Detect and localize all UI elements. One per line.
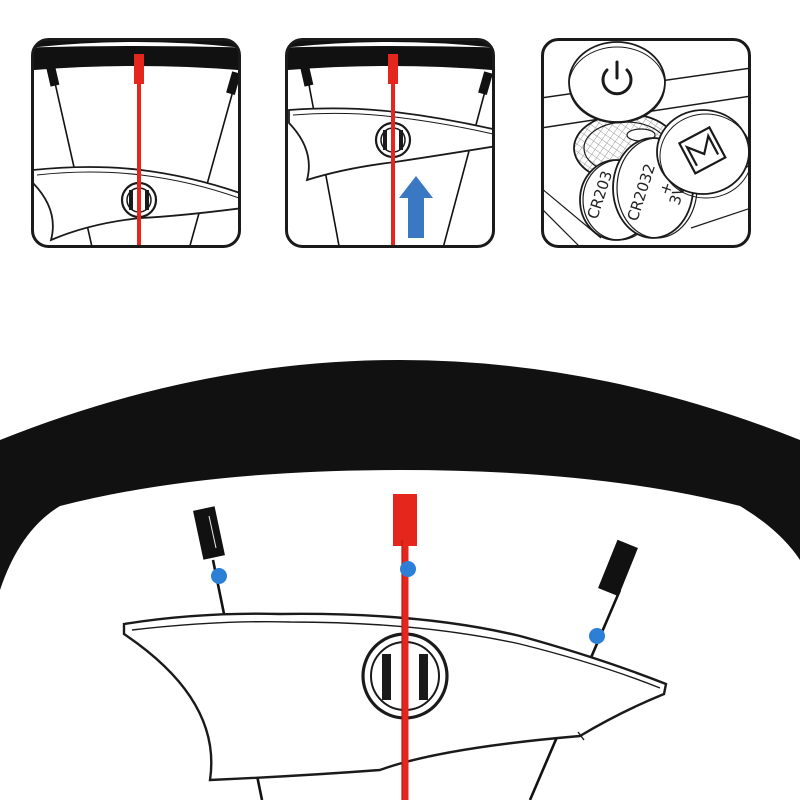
m-logo-icon — [677, 125, 727, 175]
cable-line-icon — [393, 494, 417, 800]
logo-cap-icon — [656, 109, 750, 199]
tire-icon — [0, 360, 800, 590]
marker-dot — [400, 561, 416, 577]
step-3-illustration: CR203 CR2032 + 3V — [541, 38, 751, 248]
step-2-panel — [285, 38, 495, 248]
step-1-panel — [31, 38, 241, 248]
step-3-panel: CR203 CR2032 + 3V — [541, 38, 751, 248]
marker-dot — [589, 628, 605, 644]
power-icon — [601, 60, 633, 96]
step-1-illustration — [31, 38, 241, 248]
cable-line-icon — [388, 54, 398, 247]
power-button-cap-icon — [568, 41, 666, 124]
marker-dots — [211, 561, 605, 644]
step-2-illustration — [285, 38, 495, 248]
marker-dot — [211, 568, 227, 584]
cable-line-icon — [134, 54, 144, 247]
arrow-up-icon — [399, 176, 433, 238]
